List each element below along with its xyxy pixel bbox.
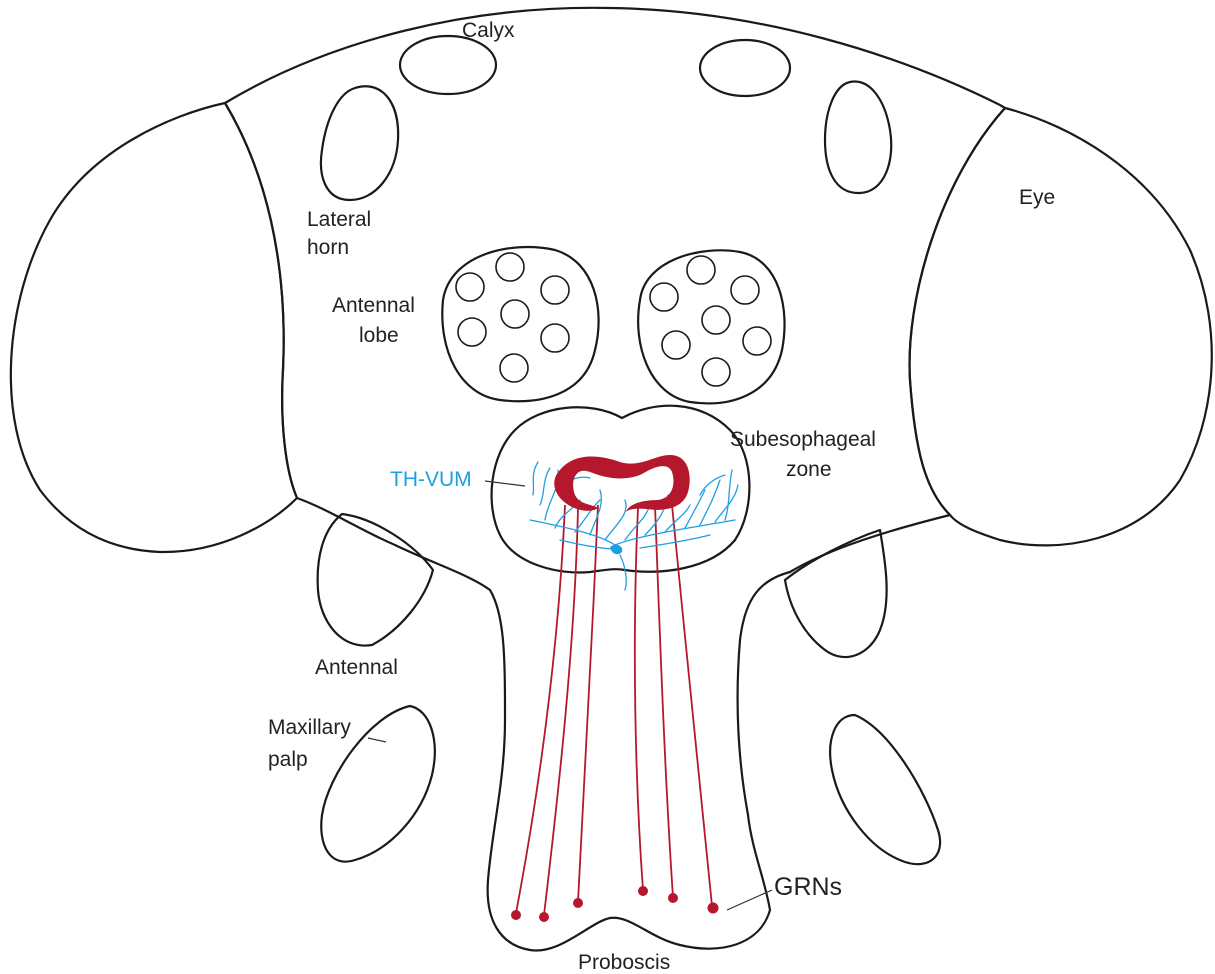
antennal-right: [785, 530, 887, 657]
label-proboscis: Proboscis: [578, 951, 670, 974]
th-vum-cell-body: [610, 545, 622, 555]
grn-axons: [516, 505, 712, 915]
lateral-horn-right: [825, 82, 891, 194]
label-calyx: Calyx: [462, 19, 515, 42]
label-eye: Eye: [1019, 186, 1055, 209]
label-subesophageal-line2: zone: [786, 458, 832, 481]
calyx-left: [400, 36, 496, 94]
maxillary-leader: [368, 738, 386, 742]
label-antennal-lobe-line1: Antennal: [332, 294, 415, 317]
lateral-horn-left: [321, 86, 398, 200]
label-lateral-horn-line2: horn: [307, 236, 349, 259]
label-lateral-horn-line1: Lateral: [307, 208, 371, 231]
label-maxillary-line2: palp: [268, 748, 308, 771]
label-th-vum: TH-VUM: [390, 468, 472, 491]
grns-leader: [727, 890, 772, 910]
grn-terminal-arbor: [554, 455, 689, 512]
antennal-lobe-right: [638, 250, 784, 403]
label-antennal-lobe-line2: lobe: [359, 324, 399, 347]
label-grns: GRNs: [774, 873, 842, 901]
label-subesophageal-line1: Subesophageal: [730, 428, 876, 451]
antennal-left: [318, 514, 433, 646]
label-antennal: Antennal: [315, 656, 398, 679]
grn-cell-bodies: [511, 886, 719, 922]
label-maxillary-line1: Maxillary: [268, 716, 351, 739]
maxillary-palp-right: [830, 715, 940, 864]
antennal-lobe-left: [442, 247, 598, 401]
calyx-right: [700, 40, 790, 96]
head-capsule: [225, 8, 1005, 951]
right-eye: [910, 108, 1212, 545]
left-eye: [11, 103, 297, 552]
